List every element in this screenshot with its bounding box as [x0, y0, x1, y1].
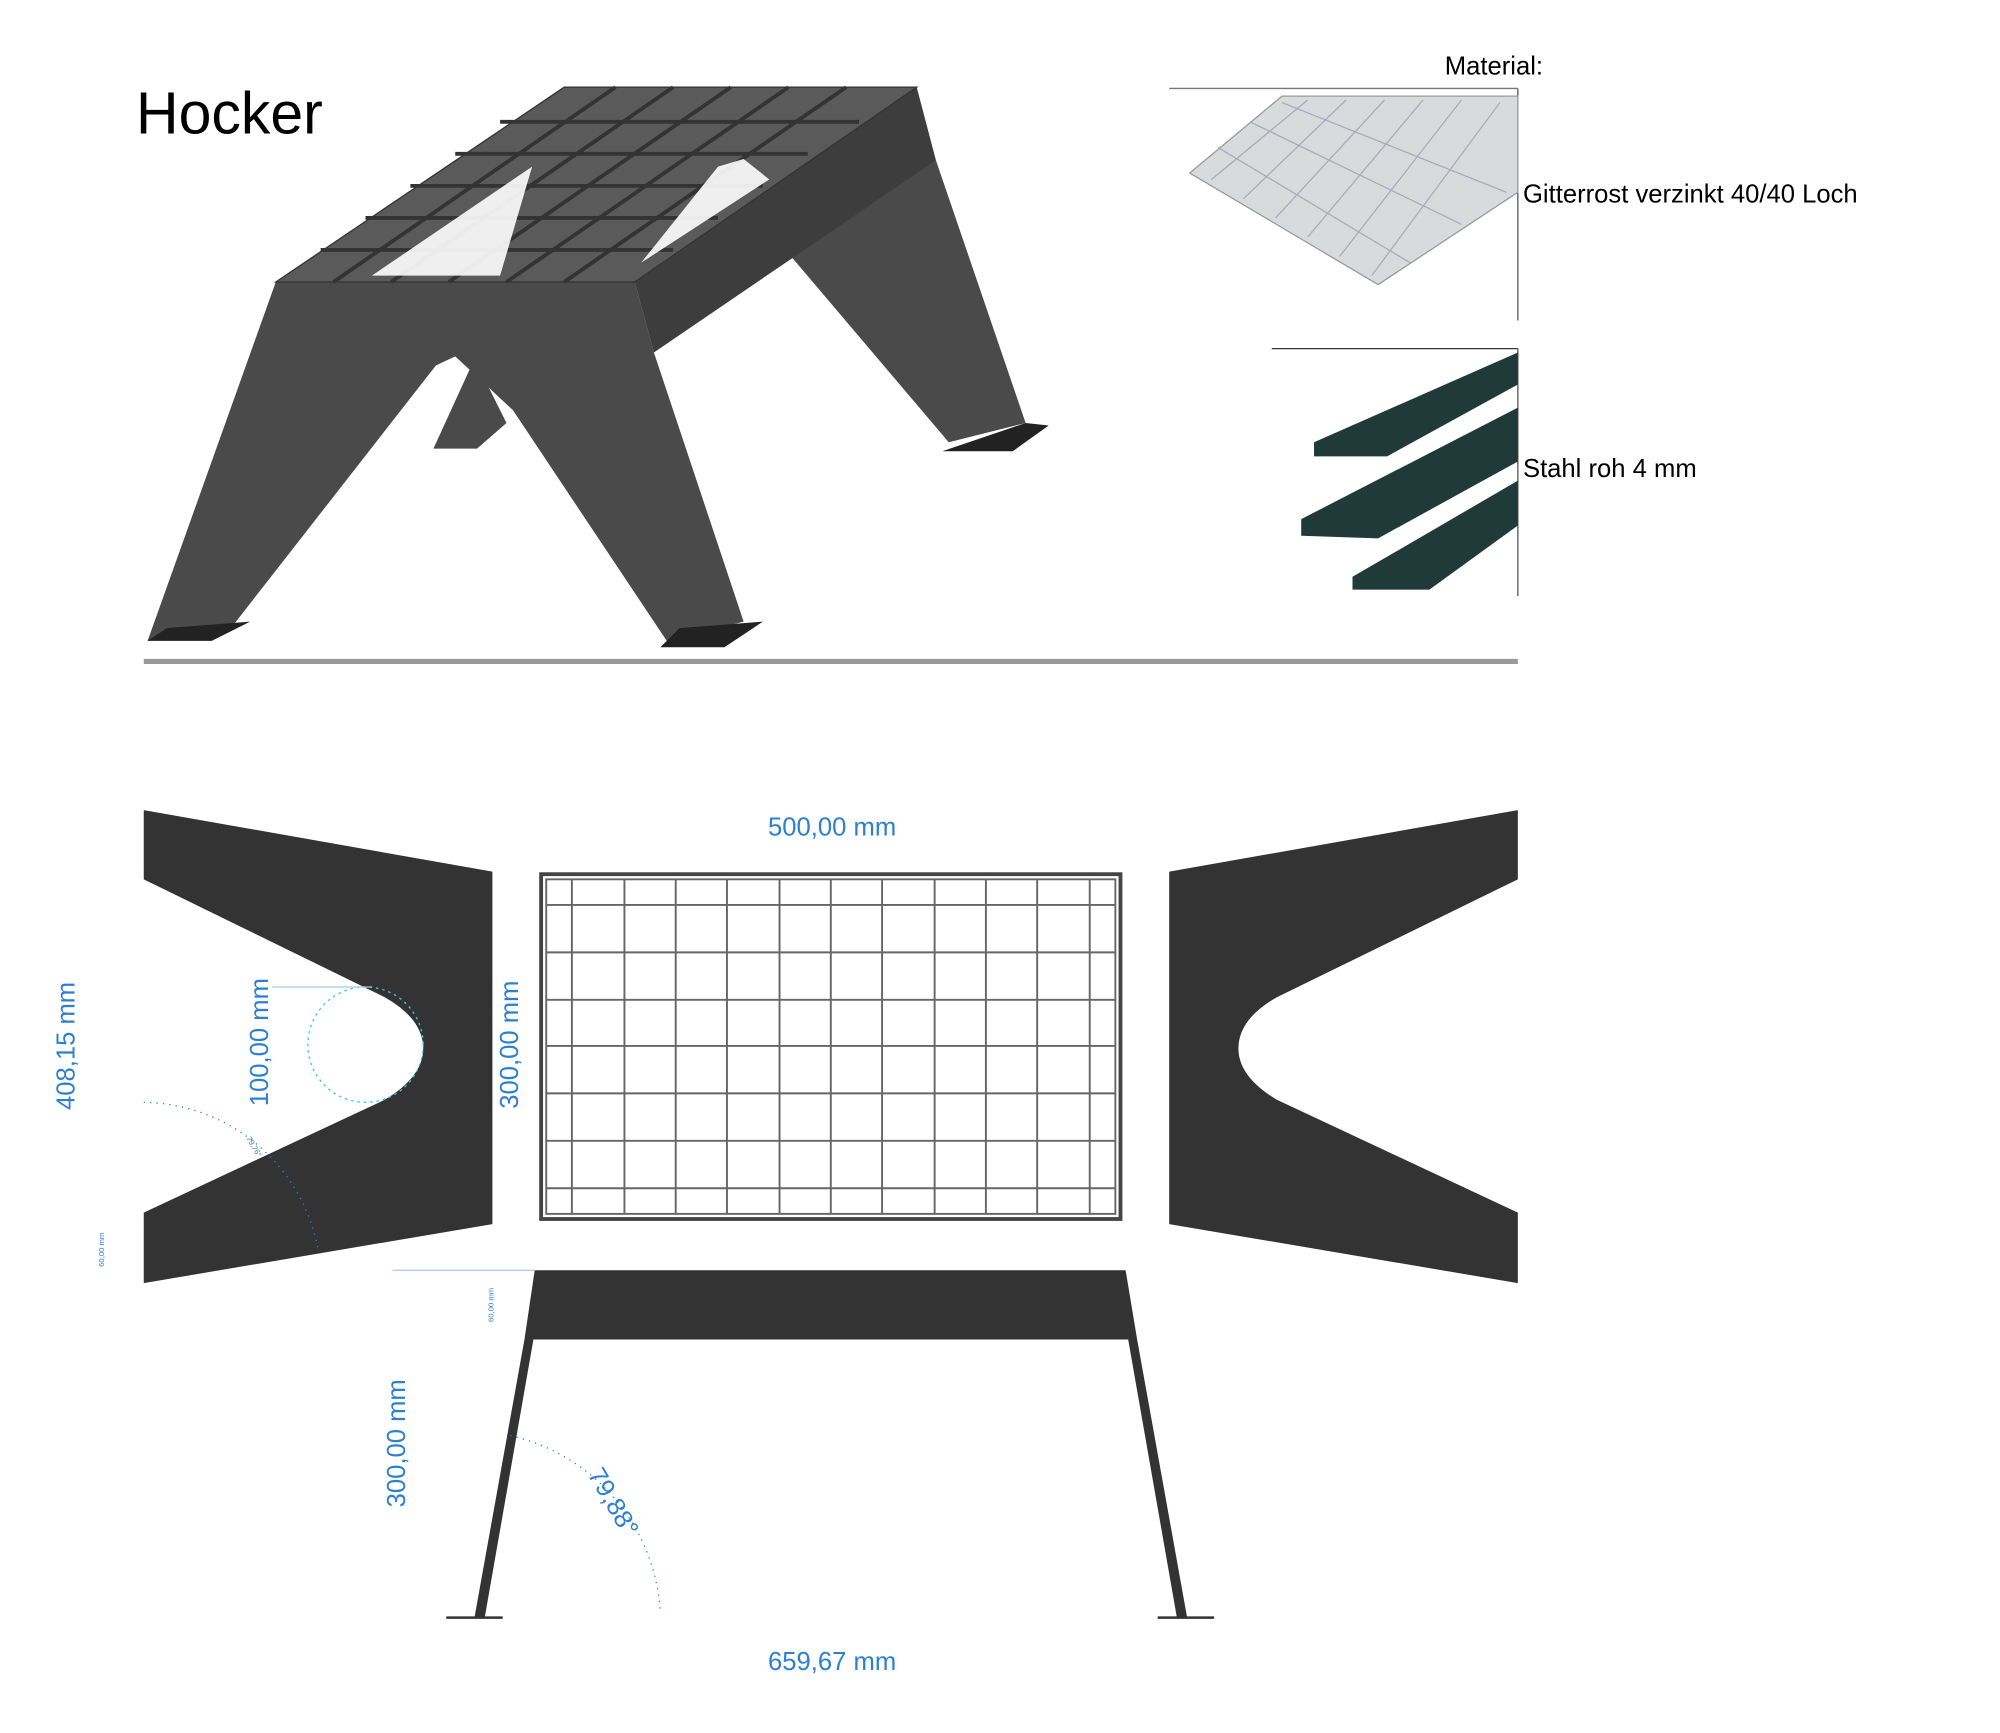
- dim-side-height: 408,15 mm: [53, 982, 81, 1110]
- page-title: Hocker: [136, 81, 323, 146]
- dim-grate-height: 300,00 mm: [496, 981, 524, 1109]
- material-steel-label: Stahl roh 4 mm: [1523, 455, 1697, 483]
- dim-leg-angle: 79,88°: [582, 1463, 643, 1541]
- dim-side-angle: 79,76°: [245, 1135, 264, 1159]
- stool-3d-render: [147, 85, 1049, 648]
- material-grate-label: Gitterrost verzinkt 40/40 Loch: [1523, 181, 1858, 209]
- grate-bar: [539, 872, 1123, 1221]
- dim-hole-diameter: 100,00 mm: [246, 978, 274, 1106]
- dim-front-band: 60,00 mm: [487, 1288, 496, 1322]
- grate-material-image: [1188, 95, 1519, 286]
- grate-top-view: [539, 872, 1123, 1221]
- dim-side-foot: 60,00 mm: [97, 1233, 106, 1267]
- dim-bottom-width: 659,67 mm: [768, 1648, 896, 1676]
- side-panel-left: [143, 810, 493, 1284]
- front-panel: [392, 1269, 1215, 1619]
- dim-leg-height: 300,00 mm: [383, 1379, 411, 1507]
- steel-material-image: [1301, 352, 1518, 590]
- dim-top-width: 500,00 mm: [768, 814, 896, 842]
- material-heading: Material:: [1445, 52, 1543, 80]
- side-panel-right: [1169, 810, 1518, 1284]
